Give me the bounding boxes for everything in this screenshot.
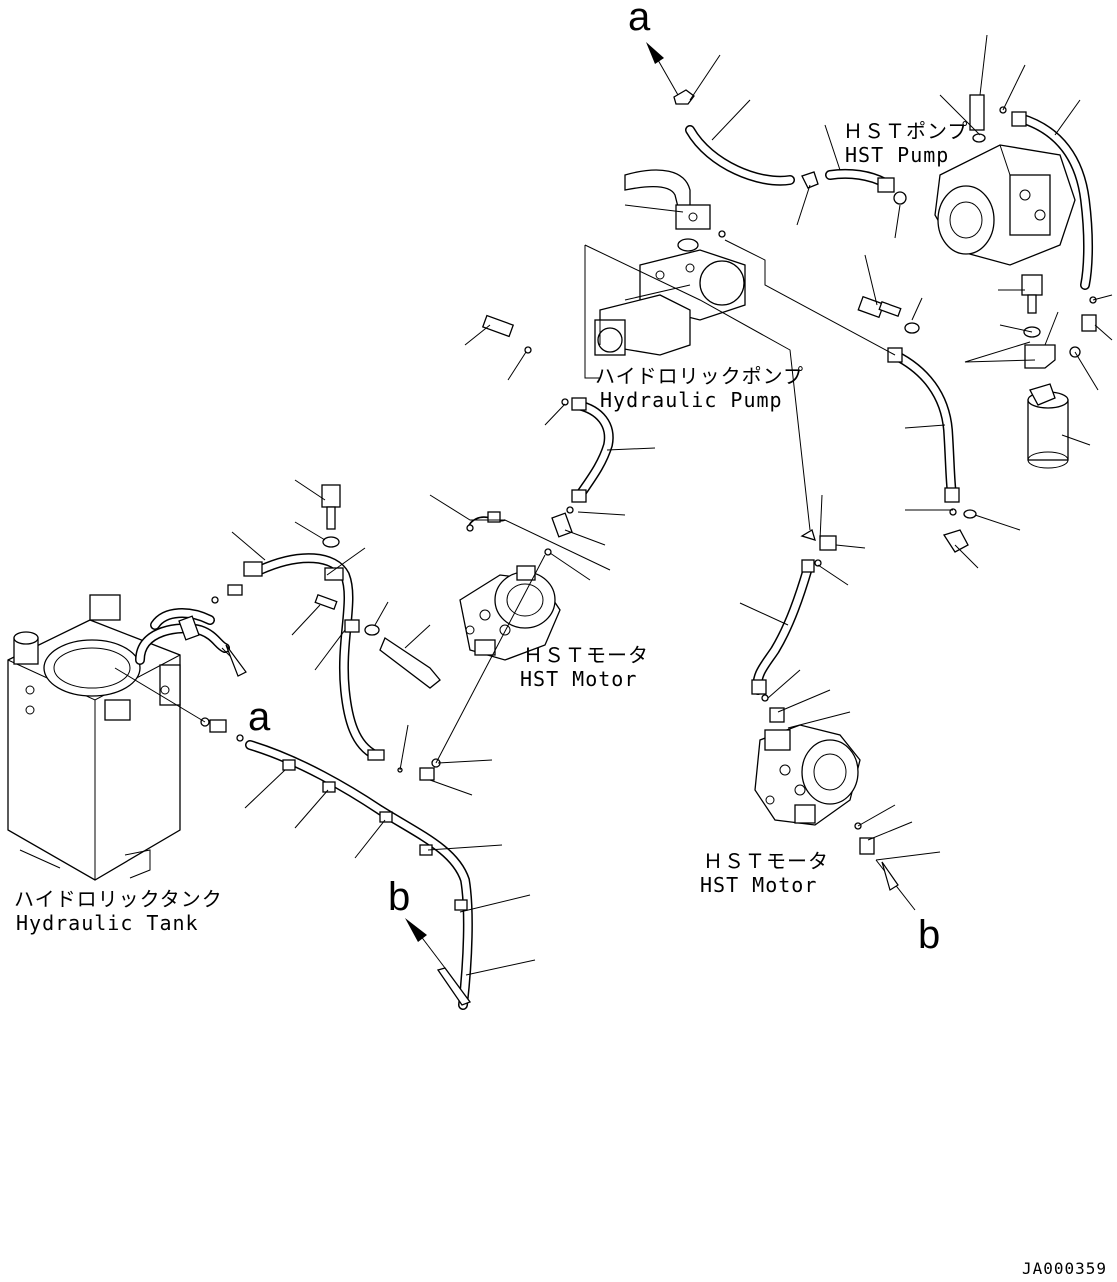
hose-pump-to-filter xyxy=(887,347,977,553)
hose-hst-pump-short xyxy=(825,168,895,193)
marker-a-left: a xyxy=(248,695,271,739)
connection-arrow-a-top xyxy=(646,42,679,96)
connection-arrow-b-left xyxy=(405,918,446,969)
leader-lines xyxy=(114,34,1113,976)
label-hyd-pump-jp: ハイドロリックポンプ xyxy=(595,364,804,388)
label-hst-pump-en: HST Pump xyxy=(845,143,949,167)
clip-a-top xyxy=(673,89,819,189)
connection-arrow-a-left xyxy=(221,644,247,677)
drawing-code: JA000359 xyxy=(1022,1259,1107,1278)
label-hst-motor-jp-1: ＨＳＴモータ xyxy=(523,643,649,667)
filter xyxy=(1027,383,1069,469)
label-hst-motor-en-1: HST Motor xyxy=(520,667,637,691)
marker-a-top: a xyxy=(628,0,651,39)
hst-pump xyxy=(893,94,1076,266)
label-hst-motor-jp-2: ＨＳＴモータ xyxy=(703,849,829,873)
hose-pump-to-motor xyxy=(544,397,614,556)
label-hyd-tank-jp: ハイドロリックタンク xyxy=(14,887,223,911)
label-hst-motor-en-2: HST Motor xyxy=(700,873,817,897)
bolts-right xyxy=(857,274,1081,369)
bolt-and-washer-left xyxy=(314,484,441,689)
sensor-wire xyxy=(466,511,506,532)
label-hst-pump-jp: ＨＳＴポンプ xyxy=(843,119,968,143)
label-hyd-pump-en: Hydraulic Pump xyxy=(600,388,783,412)
marker-b-left: b xyxy=(388,875,410,919)
label-hyd-tank-en: Hydraulic Tank xyxy=(16,911,199,935)
marker-b-right: b xyxy=(918,913,940,957)
hose-hst-pump-right xyxy=(1011,111,1097,332)
connection-arrow-b-right xyxy=(875,859,916,911)
hose-tank-to-motor xyxy=(211,553,385,761)
hst-motor-right xyxy=(754,724,875,855)
hose-to-right-motor xyxy=(751,529,837,723)
tank-return-hose-a xyxy=(135,608,230,665)
hose-tank-to-b xyxy=(200,717,473,1010)
hydraulic-tank xyxy=(7,594,181,881)
hst-motor-middle xyxy=(459,565,561,661)
hydraulic-pump xyxy=(481,125,795,356)
motor-fittings xyxy=(397,758,441,781)
